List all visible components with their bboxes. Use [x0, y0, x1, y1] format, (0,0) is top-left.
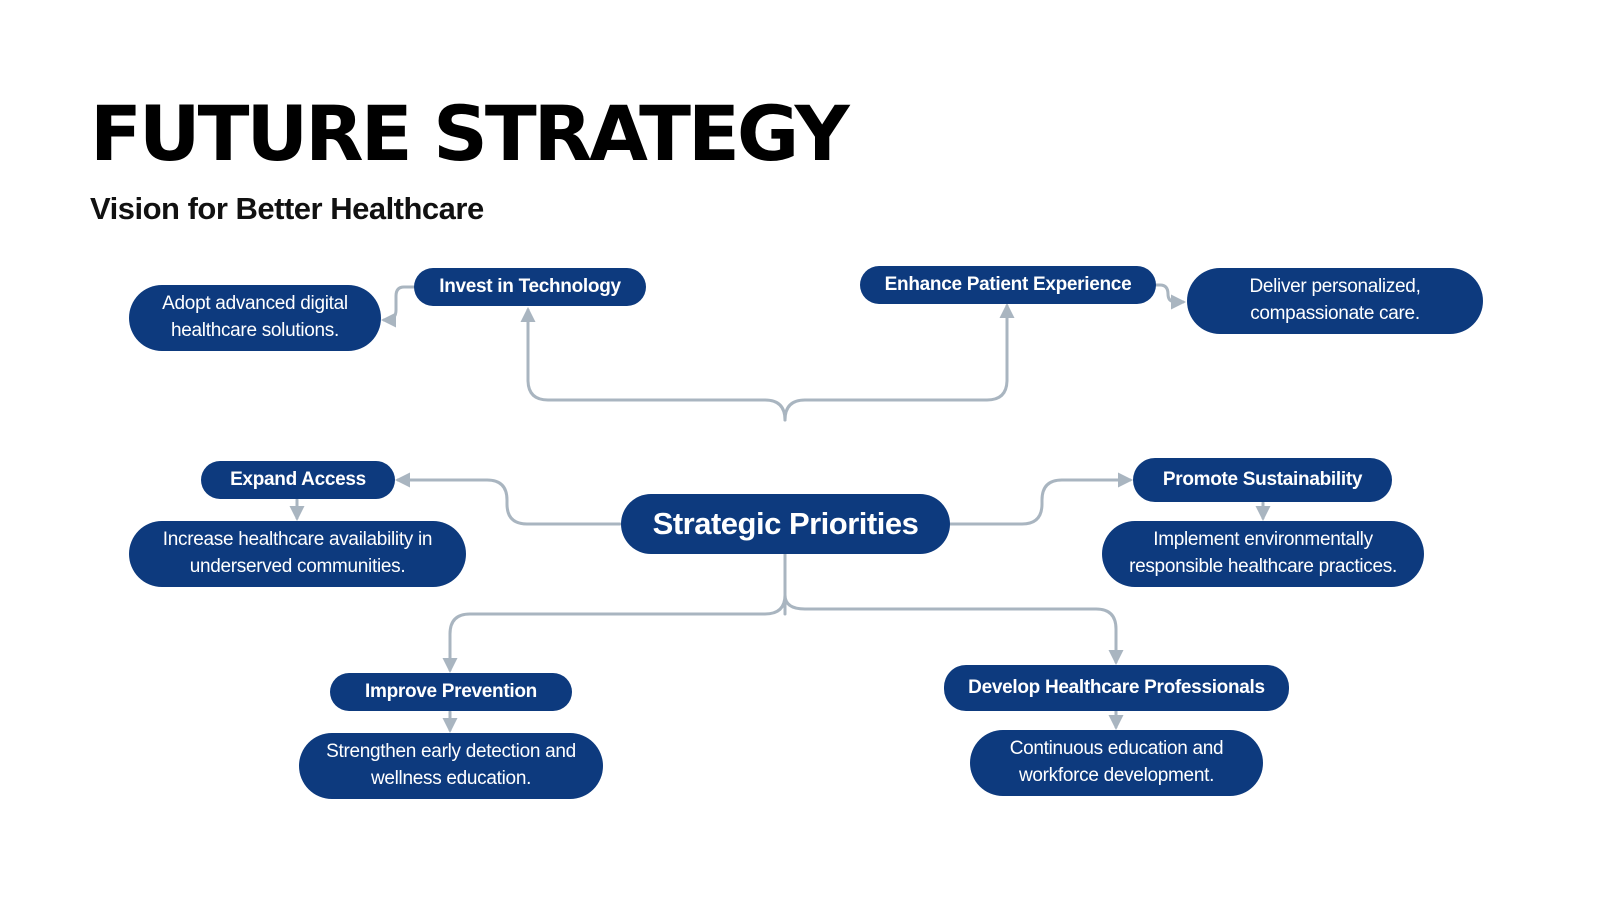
page-subtitle: Vision for Better Healthcare	[90, 191, 484, 226]
node-invest-in-technology: Invest in Technology	[414, 268, 646, 306]
center-node: Strategic Priorities	[621, 494, 950, 554]
connector-sustainability	[946, 472, 1133, 526]
desc-promote-sustainability: Implement environmentally responsible he…	[1102, 521, 1424, 587]
connector-technology	[520, 307, 787, 422]
node-promote-sustainability: Promote Sustainability	[1133, 458, 1392, 502]
connector-access	[395, 472, 622, 526]
connector-patient	[783, 303, 1015, 422]
connector-technology-desc	[381, 285, 416, 328]
desc-develop-healthcare-professionals: Continuous education and workforce devel…	[970, 730, 1263, 796]
desc-invest-in-technology: Adopt advanced digital healthcare soluti…	[129, 285, 381, 351]
desc-improve-prevention: Strengthen early detection and wellness …	[299, 733, 603, 799]
node-expand-access: Expand Access	[201, 461, 395, 499]
node-develop-healthcare-professionals: Develop Healthcare Professionals	[944, 665, 1289, 711]
desc-enhance-patient-experience: Deliver personalized, compassionate care…	[1187, 268, 1483, 334]
desc-expand-access: Increase healthcare availability in unde…	[129, 521, 466, 587]
node-enhance-patient-experience: Enhance Patient Experience	[860, 266, 1156, 304]
connector-prevention	[442, 593, 787, 673]
page-title: FUTURE STRATEGY	[90, 89, 850, 178]
connector-patient-desc	[1152, 283, 1186, 310]
connector-professionals	[783, 593, 1124, 665]
node-improve-prevention: Improve Prevention	[330, 673, 572, 711]
